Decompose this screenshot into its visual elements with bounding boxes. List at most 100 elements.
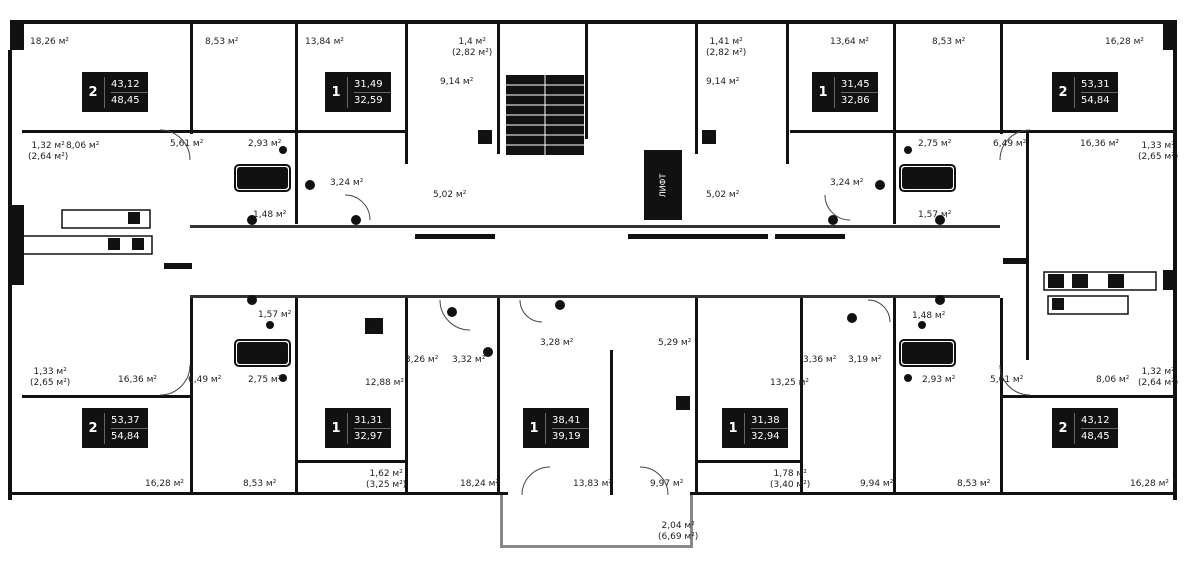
apartment-living-area: 31,49 bbox=[354, 77, 391, 93]
room-area: 9,14 м² bbox=[706, 77, 740, 87]
room-area: 1,78 м² bbox=[773, 469, 807, 479]
room-area-label: 3,28 м² bbox=[540, 338, 573, 349]
room-area: 3,32 м² bbox=[452, 355, 486, 365]
room-area-label: 1,33 м²(2,65 м²) bbox=[30, 367, 70, 389]
room-area-alt: (3,40 м²) bbox=[770, 480, 811, 490]
room-area-label: 5,61 м² bbox=[990, 375, 1023, 386]
room-area-label: 3,24 м² bbox=[330, 178, 363, 189]
room-area-alt: (6,69 м²) bbox=[658, 532, 699, 542]
room-area: 9,97 м² bbox=[650, 479, 684, 489]
lift: ЛИФТ bbox=[644, 150, 682, 220]
room-area-alt: (2,64 м²) bbox=[28, 152, 69, 162]
room-area-label: 16,28 м² bbox=[1105, 37, 1144, 48]
room-area-label: 8,53 м² bbox=[932, 37, 965, 48]
apartment-total-area: 32,97 bbox=[354, 430, 383, 442]
room-area-label: 6,49 м² bbox=[993, 139, 1026, 150]
apartment-living-area: 43,12 bbox=[1081, 413, 1118, 429]
room-area-label: 3,32 м² bbox=[452, 355, 485, 366]
room-area: 2,75 м² bbox=[248, 375, 282, 385]
room-area-label: 2,93 м² bbox=[248, 139, 281, 150]
apartment-room-count: 1 bbox=[331, 84, 341, 100]
room-area-label: 1,41 м²(2,82 м²) bbox=[706, 37, 746, 59]
room-area: 18,26 м² bbox=[30, 37, 70, 47]
room-area-label: 16,28 м² bbox=[145, 479, 184, 490]
room-area: 2,93 м² bbox=[248, 139, 282, 149]
room-area-alt: (2,82 м²) bbox=[452, 48, 493, 58]
room-area-alt: (3,25 м²) bbox=[366, 480, 407, 490]
room-area: 16,36 м² bbox=[1080, 139, 1120, 149]
room-area-alt: (2,64 м²) bbox=[1138, 378, 1179, 388]
room-area: 1,62 м² bbox=[369, 469, 403, 479]
room-area-label: 9,14 м² bbox=[440, 77, 473, 88]
room-area-label: 18,24 м² bbox=[460, 479, 499, 490]
room-area: 2,75 м² bbox=[918, 139, 952, 149]
apartment-living-area: 31,31 bbox=[354, 413, 391, 429]
room-area-label: 16,36 м² bbox=[118, 375, 157, 386]
apartment-total-area: 32,94 bbox=[751, 430, 780, 442]
room-area-alt: (2,65 м²) bbox=[30, 378, 71, 388]
room-area-label: 3,24 м² bbox=[830, 178, 863, 189]
room-area: 13,64 м² bbox=[830, 37, 870, 47]
room-area-label: 5,61 м² bbox=[170, 139, 203, 150]
room-area-label: 9,97 м² bbox=[650, 479, 683, 490]
room-area: 3,36 м² bbox=[803, 355, 837, 365]
room-area: 8,06 м² bbox=[1096, 375, 1130, 385]
room-area: 16,28 м² bbox=[1130, 479, 1170, 489]
room-area-label: 5,02 м² bbox=[433, 190, 466, 201]
room-area: 9,14 м² bbox=[440, 77, 474, 87]
apartment-room-count: 2 bbox=[1058, 84, 1068, 100]
room-area-label: 1,33 м²(2,65 м²) bbox=[1138, 141, 1178, 163]
apartment-living-area: 53,31 bbox=[1081, 77, 1118, 93]
apartment-total-area: 32,59 bbox=[354, 94, 383, 106]
apartment-room-count: 1 bbox=[331, 420, 341, 436]
room-area-label: 2,04 м²(6,69 м²) bbox=[658, 521, 698, 543]
room-area: 13,84 м² bbox=[305, 37, 345, 47]
room-area: 18,24 м² bbox=[460, 479, 500, 489]
room-area-label: 18,26 м² bbox=[30, 37, 69, 48]
apartment-room-count: 2 bbox=[88, 420, 98, 436]
apartment-room-count: 2 bbox=[88, 84, 98, 100]
apartment-room-count: 1 bbox=[818, 84, 828, 100]
room-area-label: 1,48 м² bbox=[253, 210, 286, 221]
room-area-label: 2,75 м² bbox=[248, 375, 281, 386]
room-area-alt: (2,65 м²) bbox=[1138, 152, 1179, 162]
apartment-room-count: 1 bbox=[728, 420, 738, 436]
room-area: 5,02 м² bbox=[706, 190, 740, 200]
room-area: 3,26 м² bbox=[405, 355, 439, 365]
room-area: 16,28 м² bbox=[1105, 37, 1145, 47]
room-area: 5,29 м² bbox=[658, 338, 692, 348]
room-area-label: 1,57 м² bbox=[258, 310, 291, 321]
room-area-label: 8,06 м² bbox=[1096, 375, 1129, 386]
room-area-label: 1,57 м² bbox=[918, 210, 951, 221]
room-area-label: 1,78 м²(3,40 м²) bbox=[770, 469, 810, 491]
room-area-alt: (2,82 м²) bbox=[706, 48, 747, 58]
room-area: 9,94 м² bbox=[860, 479, 894, 489]
room-area: 1,48 м² bbox=[253, 210, 287, 220]
room-area: 1,32 м² bbox=[1141, 367, 1175, 377]
room-area: 2,93 м² bbox=[922, 375, 956, 385]
room-area: 13,25 м² bbox=[770, 378, 810, 388]
apartment-total-area: 39,19 bbox=[552, 430, 581, 442]
room-area: 8,53 м² bbox=[957, 479, 991, 489]
room-area-label: 16,28 м² bbox=[1130, 479, 1169, 490]
room-area: 3,19 м² bbox=[848, 355, 882, 365]
room-area: 13,83 м² bbox=[573, 479, 613, 489]
room-area: 8,53 м² bbox=[205, 37, 239, 47]
room-area-label: 3,19 м² bbox=[848, 355, 881, 366]
room-area: 5,61 м² bbox=[170, 139, 204, 149]
apartment-total-area: 54,84 bbox=[1081, 94, 1110, 106]
room-area: 1,41 м² bbox=[709, 37, 743, 47]
room-area: 3,24 м² bbox=[330, 178, 364, 188]
